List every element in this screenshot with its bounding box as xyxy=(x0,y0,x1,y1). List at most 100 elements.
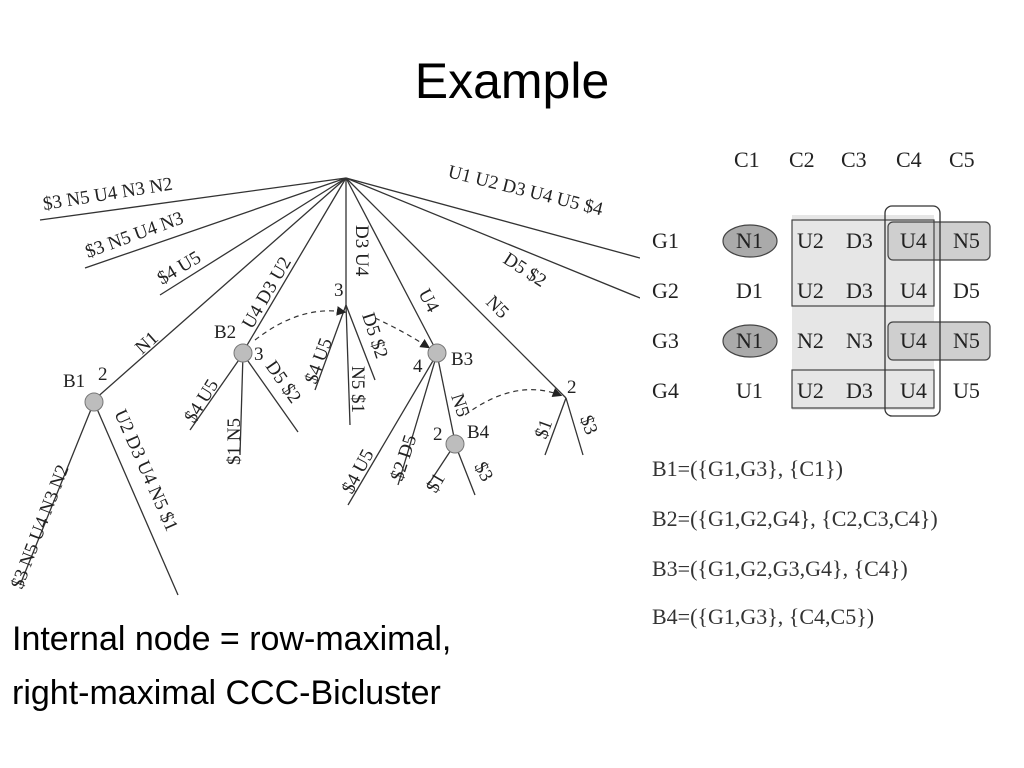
edge-label-b3-c: N5 xyxy=(446,391,473,420)
edge-root-b1 xyxy=(93,177,347,401)
edge-b3-b xyxy=(397,353,438,486)
edge-root-d5 xyxy=(345,177,640,299)
edge-label-c-b: D5 $2 xyxy=(357,310,391,361)
label-b4: B4 xyxy=(467,422,490,443)
suffix-link-1 xyxy=(254,306,347,341)
edge-label-4: N1 xyxy=(131,328,162,359)
cell-g4-c5: U5 xyxy=(953,378,980,403)
row-header-g4: G4 xyxy=(652,378,679,403)
cell-g3-c5: N5 xyxy=(953,328,980,353)
edge-root-3 xyxy=(159,177,347,296)
edge-b2-b xyxy=(239,353,244,456)
bicluster-b4-box-g3 xyxy=(887,321,991,361)
bicluster-b2-box-g4 xyxy=(791,369,935,409)
bicluster-b1-definition: B1=({G1,G3}, {C1}) xyxy=(652,456,843,481)
edge-label-la: $1 xyxy=(531,417,557,442)
depth-leaf-b: 2 xyxy=(567,377,577,398)
cell-g1-c3: D3 xyxy=(846,228,873,253)
cell-g2-c5: D5 xyxy=(953,278,980,303)
cell-g2-c2: U2 xyxy=(797,278,824,303)
edge-b1-right xyxy=(93,401,179,596)
edge-label-b2-c: D5 $2 xyxy=(261,357,305,408)
edge-b2-a xyxy=(189,353,244,431)
edge-label-lb: $3 xyxy=(575,413,601,438)
column-header-c5: C5 xyxy=(949,147,975,172)
edge-label-2: $3 N5 U4 N3 xyxy=(83,208,187,263)
cell-g4-c4: U4 xyxy=(900,378,927,403)
column-header-c4: C4 xyxy=(896,147,922,172)
edge-label-b1-right: U2 D3 U4 N5 $1 xyxy=(109,406,181,534)
caption: Internal node = row-maximal, right-maxim… xyxy=(12,612,451,720)
edge-b3-c xyxy=(436,353,456,443)
edge-c-a xyxy=(314,304,347,391)
node-b2 xyxy=(233,343,253,363)
edge-label-b3-a: $4 U5 xyxy=(338,446,379,497)
cell-g3-c3: N3 xyxy=(846,328,873,353)
edge-label-b1-left: $3 N5 U4 N3 N2 xyxy=(7,462,74,592)
edge-label-b2-b: $1 N5 xyxy=(224,418,245,465)
column-header-c2: C2 xyxy=(789,147,815,172)
edge-label-b2-a: $4 U5 xyxy=(180,376,223,427)
edge-b3-a xyxy=(347,353,438,506)
edge-b2-c xyxy=(242,353,299,433)
cell-g4-c3: D3 xyxy=(846,378,873,403)
row-header-g1: G1 xyxy=(652,228,679,253)
row-header-g2: G2 xyxy=(652,278,679,303)
column-header-c1: C1 xyxy=(734,147,760,172)
bicluster-b2-definition: B2=({G1,G2,G4}, {C2,C3,C4}) xyxy=(652,506,938,531)
edge-root-2 xyxy=(84,177,347,269)
edge-root-n5 xyxy=(345,177,567,399)
depth-b3: 4 xyxy=(413,356,423,377)
edge-label-9: D5 $2 xyxy=(499,249,550,292)
cell-g3-c1: N1 xyxy=(736,328,763,353)
cell-g2-c1: D1 xyxy=(736,278,763,303)
edge-label-1: $3 N5 U4 N3 N2 xyxy=(41,174,174,215)
edge-label-7: U4 xyxy=(414,285,444,316)
bicluster-b4-definition: B4=({G1,G3}, {C4,C5}) xyxy=(652,604,875,629)
label-b2: B2 xyxy=(214,322,236,343)
label-b1: B1 xyxy=(63,371,85,392)
bicluster-b1-ellipse-g3 xyxy=(722,324,778,358)
edge-c-c xyxy=(345,304,376,381)
edge-label-b4-b: $3 xyxy=(470,458,497,485)
edge-c-b xyxy=(345,304,351,426)
expression-matrix: C1 C2 C3 C4 C5 G1 N1 U2 D3 U4 N5 G2 D1 U… xyxy=(652,147,991,417)
cell-g1-c1: N1 xyxy=(736,228,763,253)
suffix-link-2 xyxy=(374,317,431,349)
edge-root-1 xyxy=(39,177,347,221)
depth-b2: 3 xyxy=(254,344,264,365)
edge-l-a xyxy=(544,397,567,456)
cell-g1-c5: N5 xyxy=(953,228,980,253)
node-b4 xyxy=(445,434,465,454)
bicluster-b4-box-g1 xyxy=(887,221,991,261)
caption-line-1: Internal node = row-maximal, xyxy=(12,620,452,658)
edge-b1-left xyxy=(19,401,95,586)
depth-b4: 2 xyxy=(433,424,443,445)
slide-title: Example xyxy=(414,53,610,109)
edge-root-u1 xyxy=(345,177,640,259)
edge-label-6: D3 U4 xyxy=(351,225,372,277)
edge-root-b3 xyxy=(345,177,438,353)
edge-label-c-c: N5 $1 xyxy=(347,366,368,413)
suffix-link-3 xyxy=(464,387,563,416)
cell-g1-c2: U2 xyxy=(797,228,824,253)
node-b1 xyxy=(84,392,104,412)
row-header-g3: G3 xyxy=(652,328,679,353)
cell-g4-c1: U1 xyxy=(736,378,763,403)
edge-root-b2 xyxy=(242,177,347,353)
depth-leaf-a: 3 xyxy=(334,280,344,301)
label-b3: B3 xyxy=(451,349,473,370)
bicluster-b1-ellipse-g1 xyxy=(722,224,778,258)
cell-g2-c3: D3 xyxy=(846,278,873,303)
depth-b1: 2 xyxy=(98,364,108,385)
cell-g1-c4: U4 xyxy=(900,228,927,253)
edge-label-b3-b: $2 D5 xyxy=(387,432,421,483)
cell-g2-c4: U4 xyxy=(900,278,927,303)
edge-label-c-a: $4 U5 xyxy=(301,335,337,386)
edge-label-b4-a: $1 xyxy=(422,470,450,497)
bicluster-b3-column xyxy=(884,205,941,417)
suffix-tree-diagram: B1 2 B2 3 B3 4 B4 2 3 2 $3 N5 U4 N3 N2 $… xyxy=(7,161,640,596)
cell-g3-c4: U4 xyxy=(900,328,927,353)
cell-g3-c2: N2 xyxy=(797,328,824,353)
bicluster-b2-box-g1g2 xyxy=(791,219,935,307)
